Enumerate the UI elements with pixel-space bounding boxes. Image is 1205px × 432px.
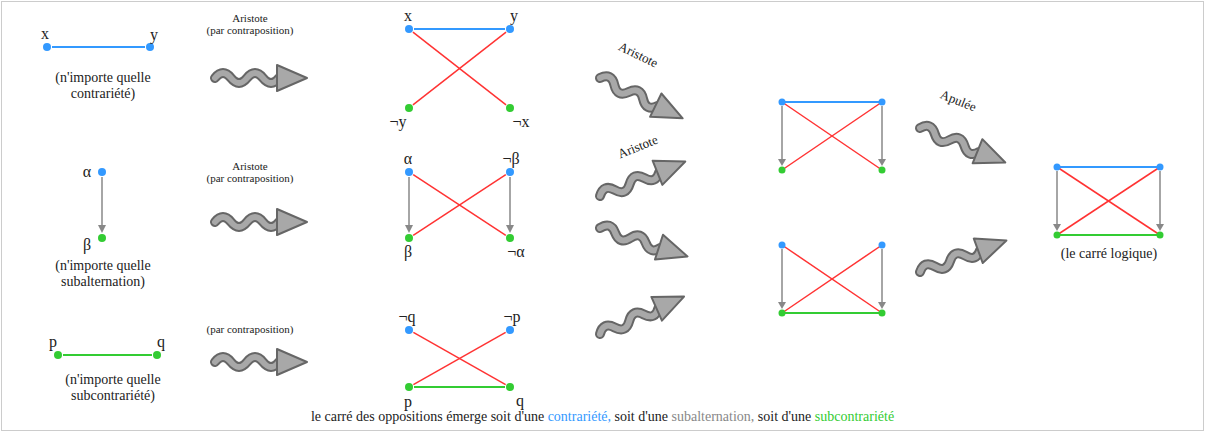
arrow-label: Aristote (par contraposition) xyxy=(185,12,315,37)
arrow-label: Apulée xyxy=(918,80,998,123)
square-figure xyxy=(778,99,886,174)
connector-line xyxy=(101,177,103,226)
point-label: q xyxy=(157,334,165,350)
point-label: x xyxy=(41,26,49,42)
point-dot: ¬α xyxy=(506,234,514,242)
connector-line xyxy=(509,177,511,226)
point-dot: ¬x xyxy=(506,104,514,112)
point-label: ¬x xyxy=(512,114,529,130)
arrow-label: (par contraposition) xyxy=(185,323,315,335)
connector xyxy=(414,29,505,30)
point-dot: y xyxy=(506,25,514,33)
connector xyxy=(413,332,505,384)
point-dot: x xyxy=(405,25,413,33)
arrow-label: Aristote (par contraposition) xyxy=(185,160,315,185)
arrow-head xyxy=(98,225,106,233)
connector-line xyxy=(413,175,506,236)
point-label: α xyxy=(404,151,412,167)
point-dot: β xyxy=(405,234,413,242)
point-label: β xyxy=(83,237,91,253)
point-label: y xyxy=(510,8,518,24)
caption: le carré des oppositions émerge soit d'u… xyxy=(0,409,1205,425)
arrow-label: Aristote xyxy=(599,31,677,79)
point-dot: ¬y xyxy=(405,104,413,112)
connector xyxy=(413,332,505,384)
connector xyxy=(413,175,506,236)
point-label: p xyxy=(49,334,57,350)
square-figure xyxy=(1053,164,1164,239)
point-label: ¬q xyxy=(398,309,415,325)
connector xyxy=(413,32,506,105)
point-dot: ¬β xyxy=(506,168,514,176)
squiggle-arrow xyxy=(595,149,690,208)
point-dot: p xyxy=(54,351,62,359)
connector-line xyxy=(413,332,505,384)
connector-line xyxy=(413,32,506,105)
squiggle-arrow xyxy=(594,66,688,130)
connector-line xyxy=(413,332,505,384)
connector xyxy=(413,32,506,105)
point-dot: ¬q xyxy=(405,326,413,334)
squiggle-arrow xyxy=(215,65,307,91)
connector xyxy=(506,177,514,233)
point-label: ¬α xyxy=(507,244,524,260)
square-figure xyxy=(778,242,886,317)
connector-line xyxy=(408,177,410,226)
arrow-head xyxy=(405,225,413,233)
point-dot: α xyxy=(98,168,106,176)
squiggle-arrow xyxy=(215,209,307,235)
arrow-head xyxy=(506,225,514,233)
connector-line xyxy=(413,175,506,236)
connector xyxy=(98,177,106,233)
arrow-label: (n'importe quelle subcontrariété) xyxy=(43,372,183,403)
point-label: ¬p xyxy=(503,309,520,325)
squiggle-arrow xyxy=(596,216,692,269)
connector-line xyxy=(414,28,505,30)
point-label: ¬y xyxy=(389,114,406,130)
arrow-label: Aristote xyxy=(598,126,678,169)
connector xyxy=(52,47,145,48)
point-label: β xyxy=(404,244,412,260)
connector xyxy=(413,175,506,236)
arrow-label: (n'importe quelle contrariété) xyxy=(38,70,168,101)
squiggle-arrow xyxy=(215,349,307,375)
connector-line xyxy=(63,354,152,356)
squiggle-arrow xyxy=(595,285,690,346)
connector-line xyxy=(413,32,506,105)
squiggle-arrow xyxy=(916,228,1011,284)
point-label: α xyxy=(83,164,91,180)
connector-line xyxy=(414,386,505,388)
connector xyxy=(63,355,152,356)
point-dot: x xyxy=(43,43,51,51)
point-dot: p xyxy=(405,383,413,391)
point-label: p xyxy=(404,394,412,410)
point-label: y xyxy=(150,27,158,43)
point-dot: α xyxy=(405,168,413,176)
point-dot: q xyxy=(153,351,161,359)
point-label: x xyxy=(404,8,412,24)
arrow-label: (n'importe quelle subalternation) xyxy=(33,258,173,289)
connector-line xyxy=(52,46,145,48)
point-dot: q xyxy=(506,383,514,391)
connector xyxy=(414,387,505,388)
point-dot: β xyxy=(98,234,106,242)
point-dot: ¬p xyxy=(506,326,514,334)
point-dot: y xyxy=(146,43,154,51)
connector xyxy=(405,177,413,233)
point-label: q xyxy=(516,393,524,409)
squiggle-arrow xyxy=(915,116,1010,175)
arrow-label: (le carré logique) xyxy=(1043,246,1175,262)
point-label: ¬β xyxy=(502,151,519,167)
